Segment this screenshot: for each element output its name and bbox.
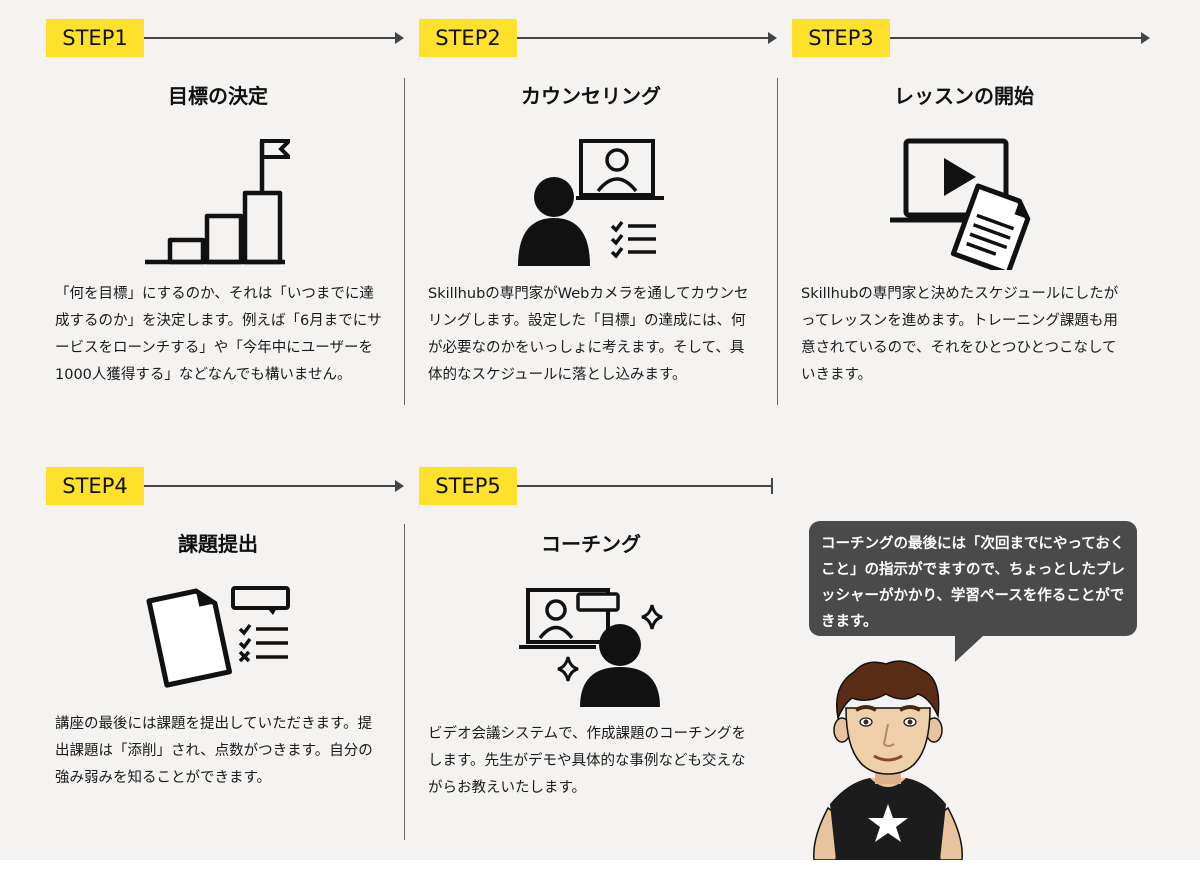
coach-speech-bubble: コーチングの最後には「次回までにやっておくこと」の指示がでますので、ちょっとした…	[809, 521, 1137, 636]
divider-2	[777, 78, 778, 405]
coach-character-illustration	[813, 660, 963, 860]
video-counseling-icon	[518, 139, 664, 266]
step4-badge: STEP4	[46, 467, 144, 505]
step1-arrow	[144, 32, 404, 44]
assignment-submit-icon	[146, 586, 290, 688]
divider-1	[404, 78, 405, 405]
step1-description: 「何を目標」にするのか、それは「いつまでに達成するのか」を決定します。例えば「6…	[55, 286, 382, 383]
step5-description: ビデオ会議システムで、作成課題のコーチングをします。先生がデモや具体的な事例など…	[428, 726, 746, 796]
step1-title: 目標の決定	[168, 84, 268, 108]
step4-arrow	[144, 480, 404, 492]
step3-arrow	[890, 32, 1150, 44]
step4-title: 課題提出	[178, 532, 258, 556]
step3-description: Skillhubの専門家と決めたスケジュールにしたがってレッスンを進めます。トレ…	[801, 286, 1119, 383]
step3-title: レッスンの開始	[894, 84, 1034, 108]
step2-title: カウンセリング	[521, 84, 661, 108]
step2-badge: STEP2	[419, 19, 517, 57]
speech-bubble-tail	[955, 636, 983, 662]
step2-arrow	[517, 32, 777, 44]
step4-description: 講座の最後には課題を提出していただきます。提出課題は「添削」され、点数がつきます…	[55, 716, 373, 786]
step5-badge: STEP5	[419, 467, 517, 505]
step1-badge: STEP1	[46, 19, 144, 57]
video-lesson-document-icon	[890, 138, 1031, 270]
video-coaching-sparkle-icon	[519, 588, 663, 707]
step3-badge: STEP3	[792, 19, 890, 57]
divider-3	[404, 524, 405, 840]
step5-title: コーチング	[541, 532, 641, 556]
step5-end-line	[517, 478, 773, 494]
stairs-flag-icon	[145, 139, 290, 265]
step2-description: Skillhubの専門家がWebカメラを通してカウンセリングします。設定した「目…	[428, 286, 749, 383]
